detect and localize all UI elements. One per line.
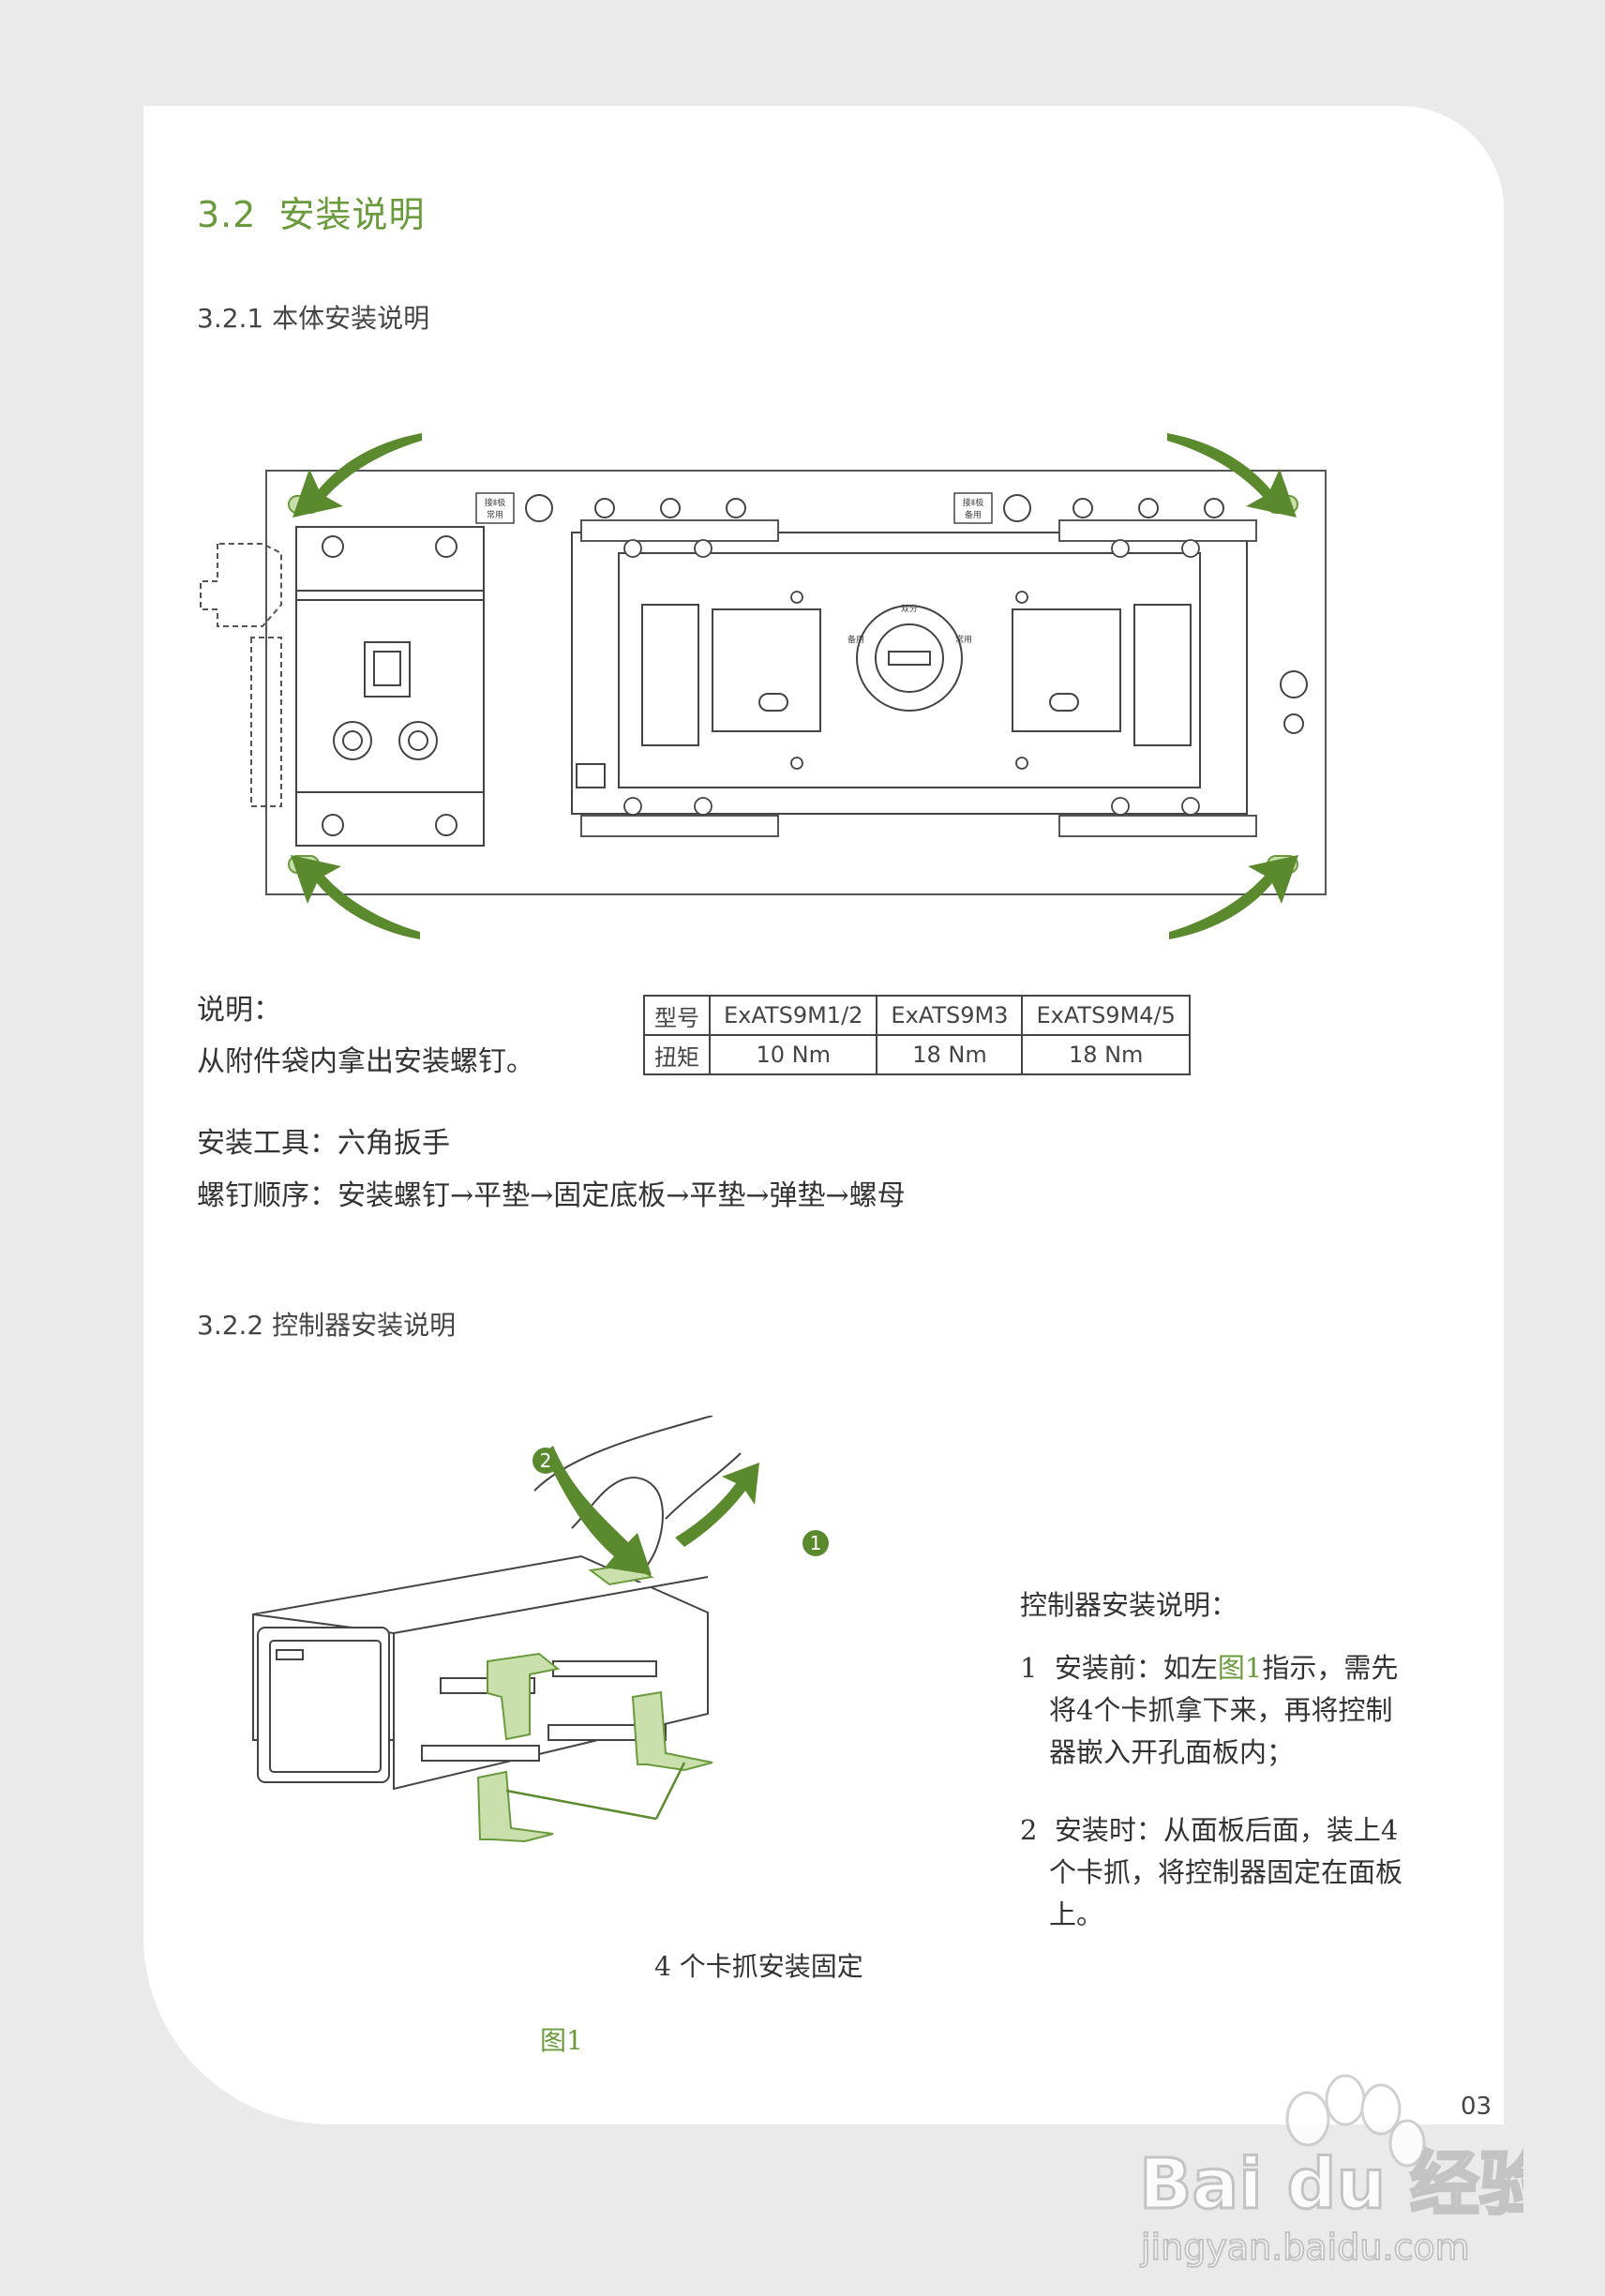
- tag-left-line2: 常用: [487, 509, 503, 520]
- dial-label-right: 常用: [955, 634, 972, 645]
- baidu-watermark-logo: Bai du 经验 jingyan.baidu.com: [1138, 2074, 1523, 2269]
- tag-right-line1: 接Ⅱ极: [963, 497, 983, 508]
- controller-figure: 2 1: [252, 1416, 829, 1843]
- subsection-heading-2: 3.2.2 控制器安装说明: [197, 1310, 457, 1341]
- watermark-brand: Bai du 经验: [1139, 2144, 1523, 2225]
- instruction-1-num: 1: [1020, 1652, 1038, 1684]
- table-cell: 18 Nm: [1021, 1034, 1191, 1075]
- instruction-1-post: 指示，需先: [1262, 1652, 1399, 1684]
- clip-center: [487, 1652, 561, 1741]
- subsection-heading-1: 3.2.1 本体安装说明: [197, 303, 430, 334]
- notes-line1: 从附件袋内拿出安装螺钉。: [197, 1045, 534, 1078]
- table-cell: ExATS9M1/2: [708, 995, 878, 1036]
- instruction-1-line2: 将4个卡抓拿下来，再将控制: [1049, 1694, 1393, 1726]
- table-cell: 10 Nm: [708, 1034, 878, 1075]
- screw-order: 螺钉顺序：安装螺钉→平垫→固定底板→平垫→弹垫→螺母: [197, 1179, 906, 1212]
- figure-caption: 图1: [540, 2025, 583, 2056]
- instruction-1-pre: 安装前：如左: [1054, 1652, 1218, 1684]
- instruction-2-line2: 个卡抓，将控制器固定在面板: [1049, 1856, 1403, 1888]
- dial-label-mid: 双分: [901, 604, 918, 614]
- table-label-model: 型号: [643, 995, 711, 1036]
- page-card: [143, 106, 1504, 2124]
- notes-label: 说明：: [197, 994, 281, 1027]
- tag-right-line2: 备用: [965, 509, 982, 520]
- instruction-2-line3: 上。: [1049, 1898, 1104, 1930]
- dial-label-left: 备用: [848, 634, 864, 645]
- instruction-1-line3: 器嵌入开孔面板内；: [1049, 1736, 1295, 1768]
- instruction-2-line1: 2 安装时：从面板后面，装上4: [1020, 1814, 1399, 1846]
- step1-marker: 1: [810, 1532, 822, 1554]
- table-cell: ExATS9M4/5: [1021, 995, 1191, 1036]
- arrow-step1: [675, 1463, 759, 1547]
- torque-table-row-model: 型号 ExATS9M1/2 ExATS9M3 ExATS9M4/5: [643, 995, 1191, 1036]
- table-cell: ExATS9M3: [876, 995, 1024, 1036]
- tag-left-line1: 接Ⅱ极: [485, 497, 505, 508]
- instruction-2-num: 2: [1020, 1814, 1038, 1846]
- controller-instructions: 控制器安装说明： 1 安装前：如左图1指示，需先 将4个卡抓拿下来，再将控制 器…: [1020, 1584, 1402, 1936]
- ats-panel-diagram: 接Ⅱ极 常用 接Ⅱ极 备用 备用 双分 常用: [200, 433, 1327, 939]
- table-label-torque: 扭矩: [643, 1034, 711, 1075]
- page-number: 03: [1461, 2093, 1492, 2121]
- figure-ref: 图1: [1217, 1652, 1263, 1684]
- green-arrows: [291, 433, 1298, 939]
- clip-right: [631, 1690, 713, 1772]
- torque-table: 型号 ExATS9M1/2 ExATS9M3 ExATS9M4/5 扭矩 10 …: [643, 995, 1191, 1075]
- clip-callout: 4 个卡抓安装固定: [654, 1951, 863, 1982]
- step2-marker: 2: [540, 1449, 552, 1472]
- clip-bottom: [476, 1770, 554, 1843]
- table-cell: 18 Nm: [876, 1034, 1024, 1075]
- arrow-step2: [544, 1446, 652, 1575]
- watermark-url: jingyan.baidu.com: [1140, 2227, 1470, 2268]
- instructions-title: 控制器安装说明：: [1020, 1589, 1238, 1621]
- instruction-1-line1: 1 安装前：如左图1指示，需先: [1020, 1647, 1402, 1689]
- install-tool: 安装工具：六角扳手: [197, 1127, 450, 1160]
- torque-table-row-torque: 扭矩 10 Nm 18 Nm 18 Nm: [643, 1034, 1191, 1075]
